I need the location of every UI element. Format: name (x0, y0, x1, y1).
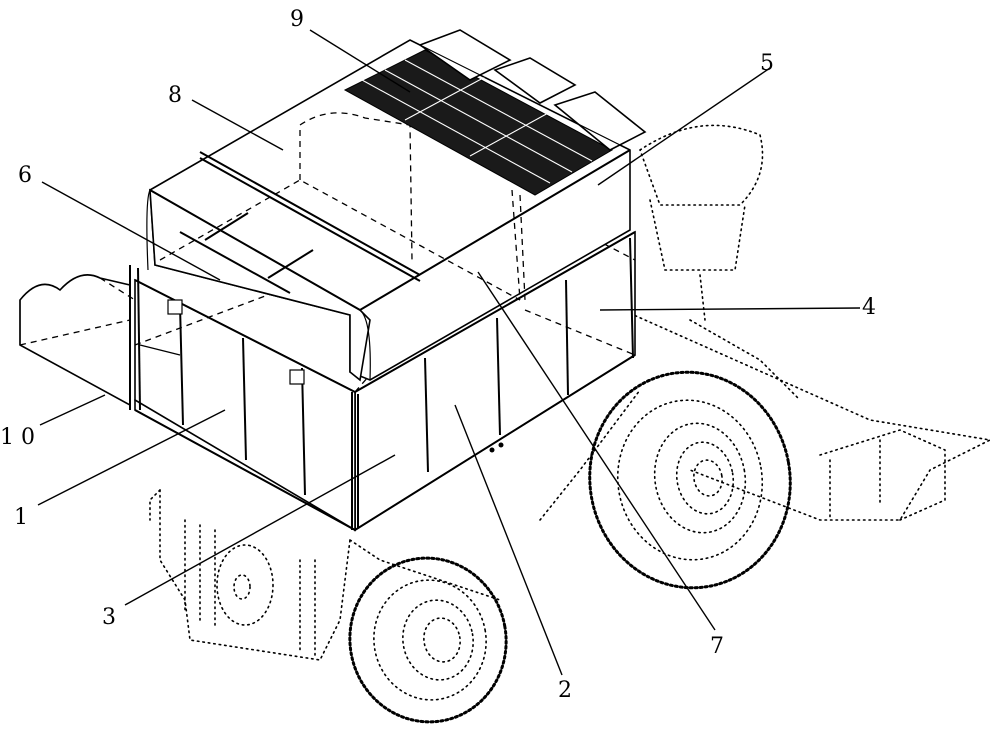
callout-5: 5 (760, 51, 774, 76)
cover-handles (179, 151, 421, 294)
callout-6: 6 (18, 163, 32, 188)
rear-tire (588, 370, 792, 590)
callout-2: 2 (558, 678, 572, 703)
callout-8: 8 (168, 83, 182, 108)
callout-3: 3 (102, 605, 116, 630)
callout-10: 1 0 (0, 425, 35, 450)
vehicle-phantom-outline (149, 124, 993, 661)
callout-labels: 1 2 3 4 5 6 7 8 9 1 0 (0, 7, 876, 703)
cargo-box (129, 199, 636, 532)
leader-lines (37, 29, 861, 676)
radiator-grille (343, 29, 647, 196)
callout-9: 9 (290, 7, 304, 32)
callout-1: 1 (14, 505, 28, 530)
chute-assembly (19, 274, 136, 407)
front-tire (348, 556, 508, 724)
callout-4: 4 (862, 295, 876, 320)
callout-7: 7 (710, 634, 724, 659)
